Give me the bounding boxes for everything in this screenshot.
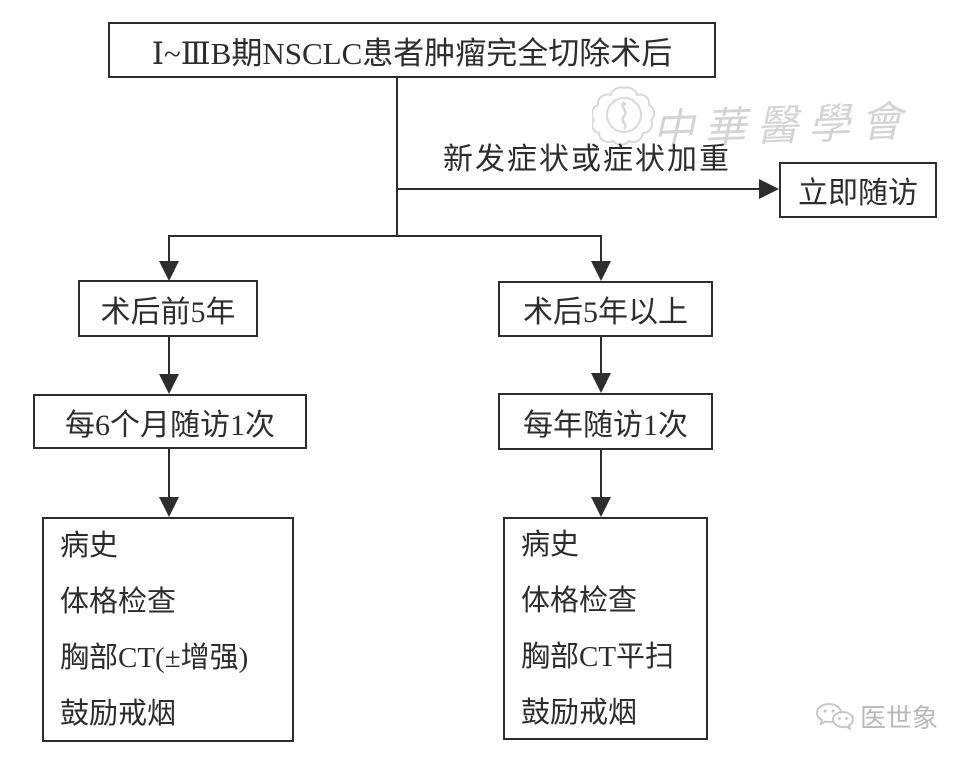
right-period-label: 术后5年以上	[523, 296, 688, 329]
connector-right-period-frequency	[600, 337, 602, 374]
connector-right-drop	[600, 235, 602, 263]
branch-condition-label: 新发症状或症状加重	[443, 143, 731, 176]
root-node: Ⅰ~ⅢB期NSCLC患者肿瘤完全切除术后	[108, 22, 716, 78]
right-period-node: 术后5年以上	[498, 281, 713, 337]
left-frequency-label: 每6个月随访1次	[65, 408, 275, 442]
connector-left-period-frequency	[168, 337, 170, 375]
right-checklist-node: 病史 体格检查 胸部CT平扫 鼓励戒烟	[503, 517, 708, 740]
checklist-item-history: 病史	[521, 528, 580, 561]
brand-watermark: 医世象	[816, 698, 938, 735]
checklist-item-smoking-cessation: 鼓励戒烟	[60, 697, 177, 730]
checklist-item-physical-exam: 体格检查	[521, 584, 638, 617]
checklist-item-smoking-cessation: 鼓励戒烟	[521, 696, 638, 729]
right-frequency-node: 每年随访1次	[498, 393, 713, 450]
checklist-item-chest-ct: 胸部CT(±增强)	[60, 641, 249, 674]
connector-left-frequency-checklist	[168, 449, 170, 498]
left-checklist-node: 病史 体格检查 胸部CT(±增强) 鼓励戒烟	[42, 517, 294, 742]
checklist-item-history: 病史	[60, 529, 119, 562]
arrowhead-to-immediate	[759, 179, 779, 199]
connector-root-stem	[396, 78, 398, 237]
connector-right-frequency-checklist	[600, 450, 602, 498]
wechat-chat-bubbles-icon	[816, 702, 854, 730]
root-node-label: Ⅰ~ⅢB期NSCLC患者肿瘤完全切除术后	[151, 35, 673, 71]
arrowhead-right-period	[591, 261, 611, 281]
arrowhead-left-period	[159, 261, 179, 281]
brand-watermark-text: 医世象	[860, 703, 939, 733]
immediate-followup-node: 立即随访	[779, 162, 937, 218]
checklist-item-chest-ct: 胸部CT平扫	[521, 640, 675, 673]
connector-left-drop	[168, 235, 170, 263]
connector-split-bar	[168, 235, 602, 237]
arrowhead-left-checklist	[159, 497, 179, 517]
checklist-item-physical-exam: 体格检查	[60, 585, 177, 618]
left-period-label: 术后前5年	[100, 295, 236, 329]
right-frequency-label: 每年随访1次	[523, 408, 688, 442]
arrowhead-left-frequency	[159, 374, 179, 394]
left-period-node: 术后前5年	[78, 280, 258, 337]
arrowhead-right-checklist	[591, 497, 611, 517]
connector-to-immediate	[397, 188, 760, 190]
arrowhead-right-frequency	[591, 373, 611, 393]
left-frequency-node: 每6个月随访1次	[33, 394, 307, 449]
immediate-followup-label: 立即随访	[798, 177, 918, 210]
chinese-medical-association-seal-icon	[592, 86, 656, 146]
